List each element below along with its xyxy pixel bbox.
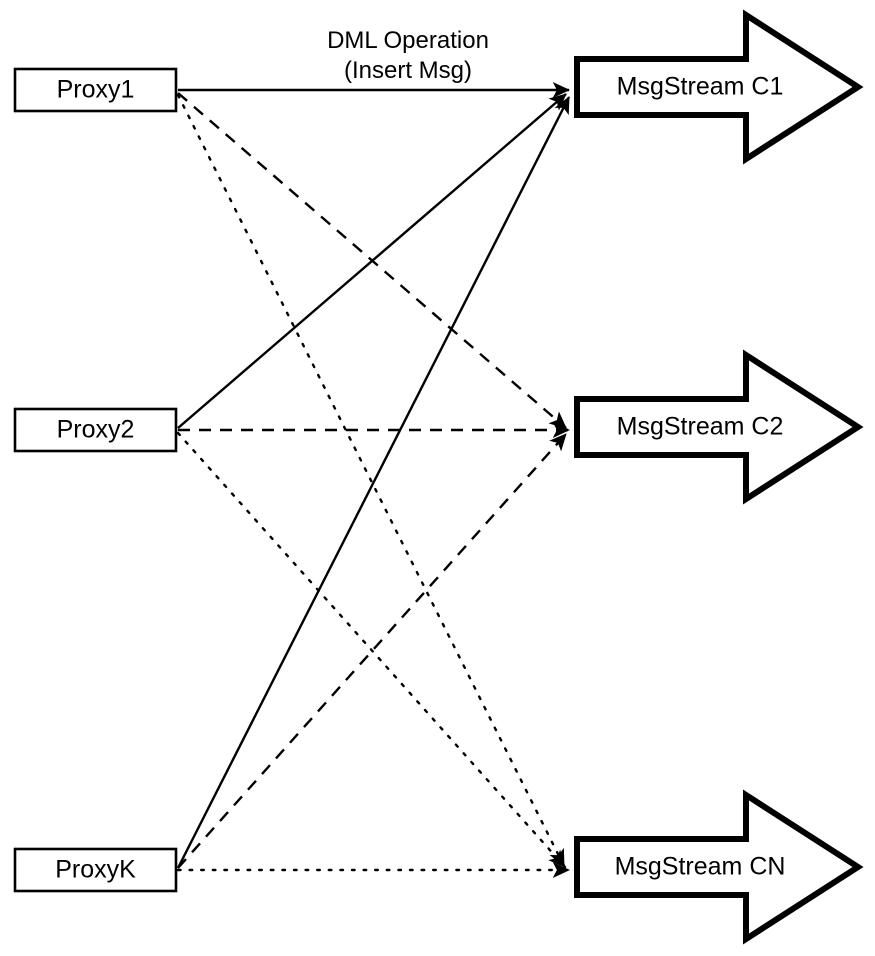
source-node-proxy1[interactable]: Proxy1 <box>13 67 178 113</box>
stream-c1-arrow-shape[interactable] <box>574 9 864 165</box>
edge-proxyk-to-stream-c2 <box>177 433 567 869</box>
target-node-stream-cn[interactable]: MsgStream CN <box>574 789 864 945</box>
proxy1-label: Proxy1 <box>57 76 135 104</box>
edge-proxy2-to-stream-cn <box>176 431 567 869</box>
edge-group <box>176 82 571 878</box>
edge-label-line-2: (Insert Msg) <box>344 57 472 84</box>
source-node-proxy2[interactable]: Proxy2 <box>13 407 178 453</box>
edge-label-dml-operation: DML Operation (Insert Msg) <box>327 27 489 84</box>
proxy1-box[interactable] <box>13 67 178 113</box>
target-node-stream-c1[interactable]: MsgStream C1 <box>574 9 864 165</box>
edge-proxyk-to-stream-c1 <box>176 96 571 869</box>
proxyk-box[interactable] <box>13 847 178 893</box>
source-node-proxyk[interactable]: ProxyK <box>13 847 178 893</box>
edge-proxy2-to-stream-c1 <box>177 93 567 429</box>
proxy2-box[interactable] <box>13 407 178 453</box>
stream-c2-label: MsgStream C2 <box>617 413 784 441</box>
stream-cn-label: MsgStream CN <box>615 853 786 881</box>
edge-label-line-1: DML Operation <box>327 27 489 54</box>
edge-proxy1-to-stream-cn <box>176 93 566 868</box>
stream-cn-arrow-shape[interactable] <box>574 789 864 945</box>
proxy2-label: Proxy2 <box>57 416 135 444</box>
stream-c1-label: MsgStream C1 <box>617 73 784 101</box>
stream-c2-arrow-shape[interactable] <box>574 349 864 505</box>
proxyk-label: ProxyK <box>55 856 136 884</box>
target-node-stream-c2[interactable]: MsgStream C2 <box>574 349 864 505</box>
